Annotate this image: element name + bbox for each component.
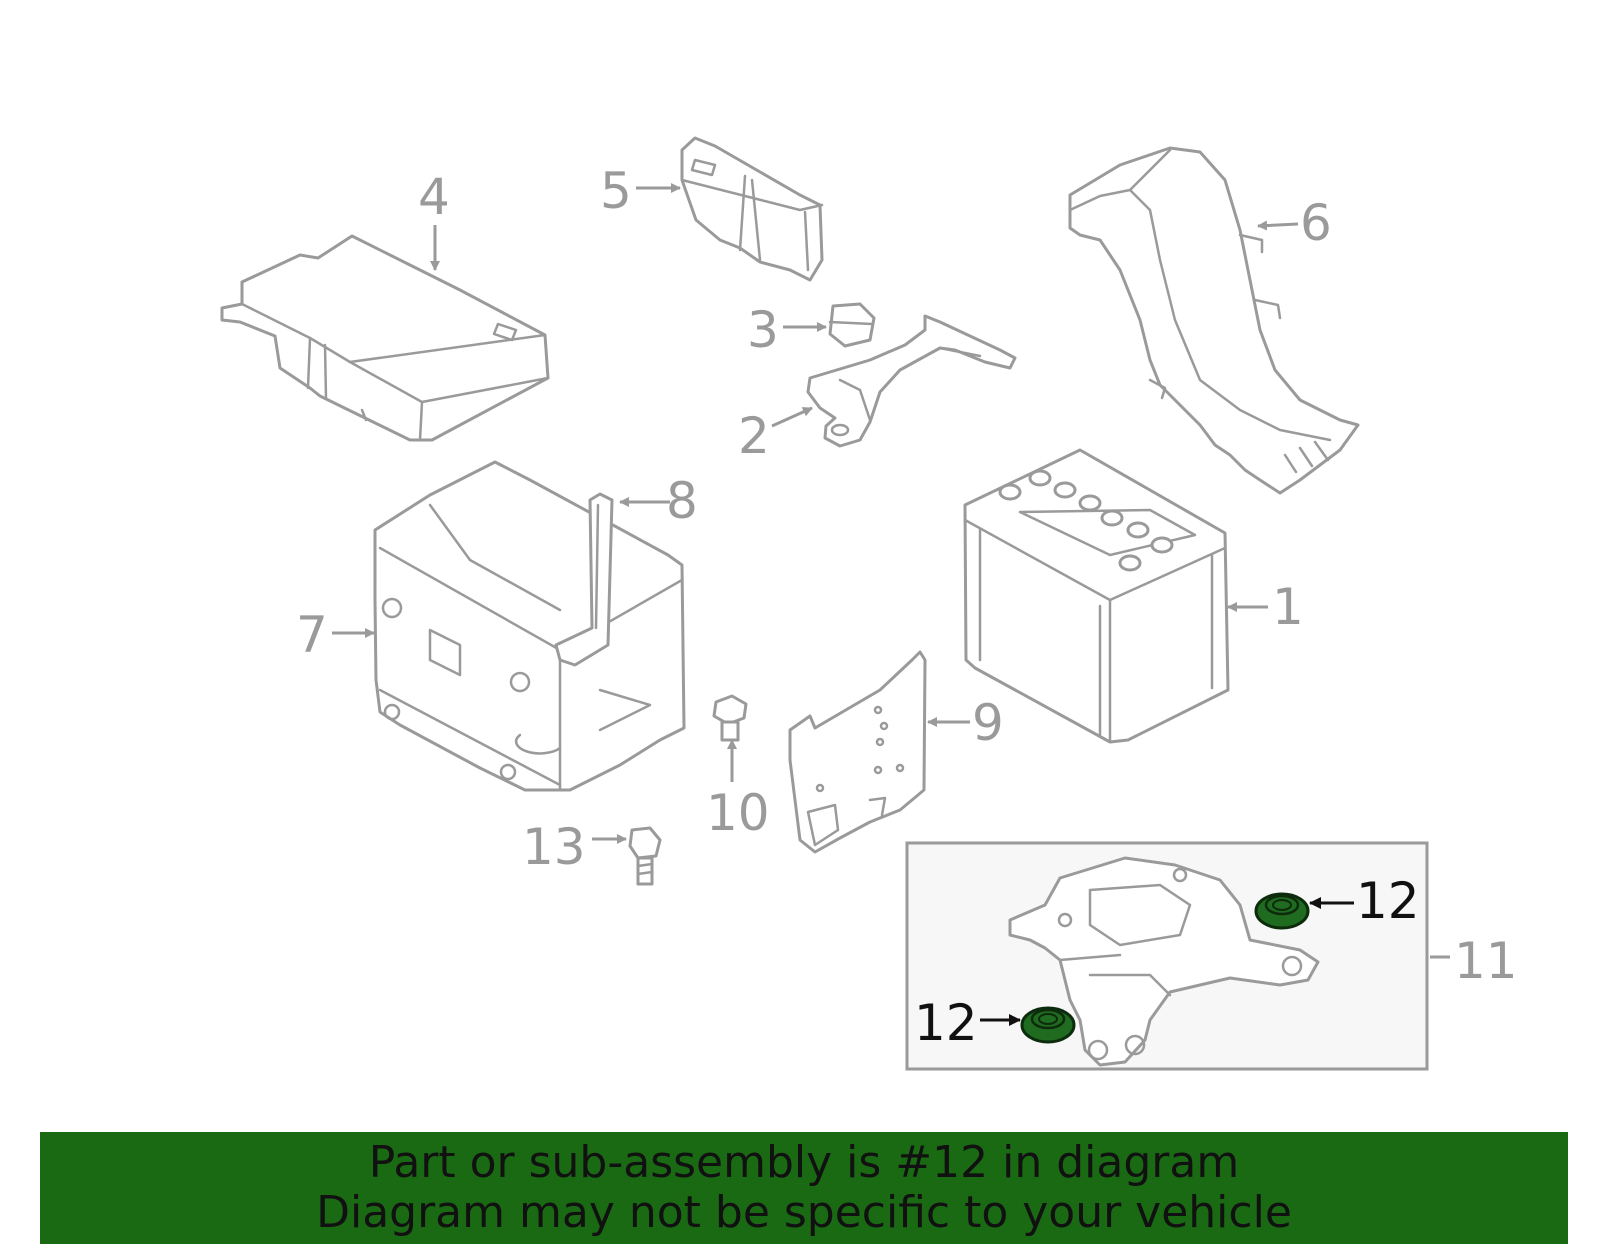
banner-line-2: Diagram may not be specific to your vehi… [316,1187,1292,1238]
callout-labels: 4 5 3 2 6 1 8 7 9 10 13 11 12 12 [296,162,1518,1052]
part-8-bracket [554,492,614,667]
banner-line-1: Part or sub-assembly is #12 in diagram [368,1137,1240,1188]
callout-12-right: 12 [1356,872,1420,930]
callout-8: 8 [666,472,698,530]
callout-7: 7 [296,606,328,664]
callout-9: 9 [972,694,1004,752]
callout-2: 2 [738,407,770,465]
part-4-battery-cover [220,234,550,442]
part-7-battery-tray [373,460,686,792]
callout-1: 1 [1272,578,1304,636]
battery-terminal-caps [998,469,1174,572]
callout-12-left: 12 [914,994,978,1052]
part-6-air-duct [1068,146,1360,495]
part-10-bolt [712,694,748,742]
leader-arrows [332,183,1450,1026]
part-2-hold-down-bracket [806,314,1017,448]
part-9-plate [788,650,927,854]
callout-5: 5 [600,162,632,220]
inset-box-part-11 [905,841,1429,1071]
part-1-battery [963,448,1230,744]
callout-13: 13 [522,818,586,876]
info-banner: Part or sub-assembly is #12 in diagram D… [40,1132,1568,1244]
callout-10: 10 [706,784,770,842]
callout-4: 4 [418,168,450,226]
callout-3: 3 [747,301,779,359]
part-12-grommet-left [1020,1006,1076,1044]
part-13-bolt [628,826,662,886]
part-12-grommet-right [1254,892,1310,930]
part-5-terminal-cover [680,136,824,282]
part-3-nut [828,302,876,348]
callout-11: 11 [1454,932,1518,990]
callout-6: 6 [1300,194,1332,252]
